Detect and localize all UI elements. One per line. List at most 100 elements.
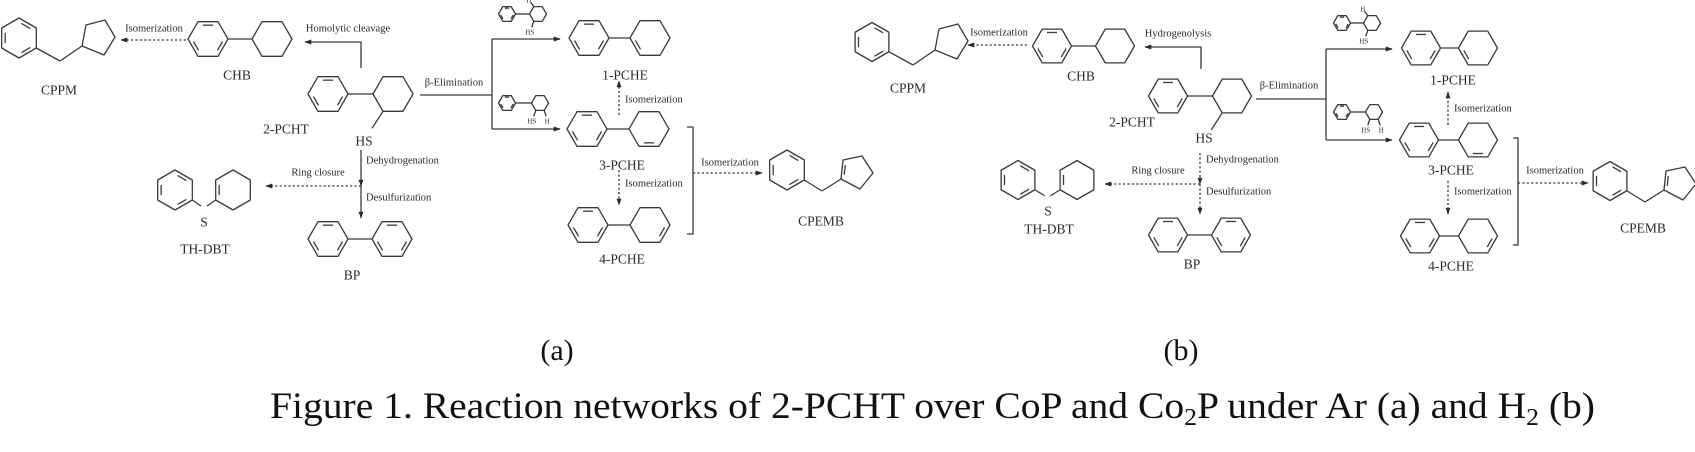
benzene-ring	[1147, 78, 1189, 114]
label-3-pche: 3-PCHE	[599, 158, 645, 173]
intermediate-bottom	[497, 94, 550, 117]
molecule-cppm	[854, 21, 969, 66]
label-dehydrogenation: Dehydrogenation	[1206, 155, 1280, 166]
benzene-ring	[1400, 30, 1442, 66]
bond	[59, 45, 83, 62]
double-bond	[1239, 237, 1246, 247]
double-bond	[1404, 142, 1411, 152]
caption-part3: (b)	[1539, 386, 1595, 427]
molecule-2-pcht	[1147, 78, 1253, 131]
label-isomerization-4-pche: Isomerization	[1454, 187, 1512, 198]
double-bond	[1037, 48, 1044, 58]
double-bond	[376, 241, 384, 251]
cyclohexane-ring	[1211, 78, 1253, 114]
label-isomerization-1-pche: Isomerization	[625, 95, 683, 106]
benzene-ring	[1592, 160, 1628, 202]
double-bond	[1666, 175, 1669, 186]
benzene-ring	[1398, 122, 1440, 158]
cyclohexane-ring	[629, 207, 671, 243]
bracket	[1513, 137, 1519, 246]
intermediate-top-hs: HS	[1359, 37, 1368, 45]
double-bond	[1176, 98, 1183, 108]
double-bond	[192, 41, 200, 51]
benzene-ring	[307, 76, 349, 112]
molecule-cpemb	[1592, 160, 1695, 203]
double-bond	[21, 46, 31, 54]
double-bond	[572, 227, 580, 237]
label-hs: HS	[355, 134, 372, 149]
molecule-3-pche	[566, 111, 670, 147]
label-isomerization-cppm: Isomerization	[125, 24, 183, 35]
double-bond	[1612, 189, 1622, 196]
intermediate-bottom-h: H	[1379, 126, 1384, 134]
double-bond	[21, 22, 31, 30]
double-bond	[1612, 166, 1622, 173]
benzene-ring	[566, 111, 608, 147]
label-chb: CHB	[1067, 69, 1095, 84]
cyclopentane-ring	[1663, 166, 1695, 201]
molecule-3-pche	[1398, 122, 1499, 158]
cyclohexane-ring	[629, 20, 671, 56]
label-chb: CHB	[223, 68, 251, 83]
molecule-bp	[307, 221, 413, 257]
double-bond	[1335, 112, 1339, 118]
label-isomerization-cpemb: Isomerization	[701, 158, 759, 169]
cyclohexane-ring	[251, 21, 293, 57]
label-desulfurization: Desulfurization	[366, 193, 432, 204]
label-desulfurization: Desulfurization	[1206, 187, 1272, 198]
h-bond	[1364, 11, 1369, 17]
sh-bond	[371, 110, 384, 129]
double-bond	[1020, 188, 1030, 195]
molecule-cpemb	[769, 149, 874, 192]
benzene-ring	[1332, 103, 1352, 121]
benzene-ring	[371, 221, 413, 257]
double-bond	[1486, 238, 1493, 248]
h-bond	[543, 110, 547, 117]
label-hs: HS	[1195, 131, 1212, 146]
label-sulfur: S	[1044, 204, 1052, 219]
double-bond	[336, 241, 344, 251]
benzene-ring	[568, 20, 610, 56]
molecule-th-dbt	[1000, 159, 1095, 201]
label-cleavage: Hydrogenolysis	[1145, 29, 1212, 40]
molecule-bp	[1147, 217, 1252, 253]
panel-b-h2: CPPMIsomerizationCHBHydrogenolysisHS2-PC…	[854, 6, 1695, 274]
benzene-ring	[187, 21, 229, 57]
sh-bond	[1365, 30, 1369, 37]
benzene-ring	[1210, 217, 1252, 253]
double-bond	[1406, 50, 1413, 60]
c-s-bond	[206, 199, 217, 207]
double-bond	[336, 96, 344, 106]
cyclohexane-ring	[528, 5, 548, 23]
sh-bond	[1210, 112, 1223, 131]
h-bond	[1377, 119, 1381, 126]
benzene-ring	[497, 5, 517, 23]
molecule-4-pche	[567, 207, 671, 243]
panel-a-caption: (a)	[540, 334, 573, 367]
c-s-bond	[1034, 189, 1045, 197]
arrow-cleavage	[1144, 44, 1202, 69]
double-bond	[1020, 165, 1030, 172]
sh-bond	[533, 110, 537, 117]
double-bond	[1345, 112, 1349, 118]
caption-part1: Figure 1. Reaction networks of 2-PCHT ov…	[270, 386, 1184, 427]
bond	[821, 178, 842, 192]
double-bond	[1216, 237, 1223, 247]
cyclohexane-ring	[1094, 28, 1136, 64]
double-bond	[216, 41, 224, 51]
label-ring-closure: Ring closure	[1131, 166, 1185, 177]
benzene-ring	[1000, 159, 1036, 201]
label-beta-elimination: β-Elimination	[425, 78, 484, 89]
intermediate-top-hs: HS	[525, 28, 534, 36]
double-bond	[597, 40, 605, 50]
intermediate-bottom	[1332, 103, 1384, 126]
double-bond	[1463, 50, 1470, 60]
benzene-ring	[1332, 14, 1352, 32]
double-bond	[789, 154, 799, 162]
benzene-ring	[1147, 217, 1189, 253]
intermediate-bottom-h: H	[545, 117, 550, 125]
bond	[888, 51, 914, 66]
figure-caption: Figure 1. Reaction networks of 2-PCHT ov…	[270, 386, 1595, 431]
